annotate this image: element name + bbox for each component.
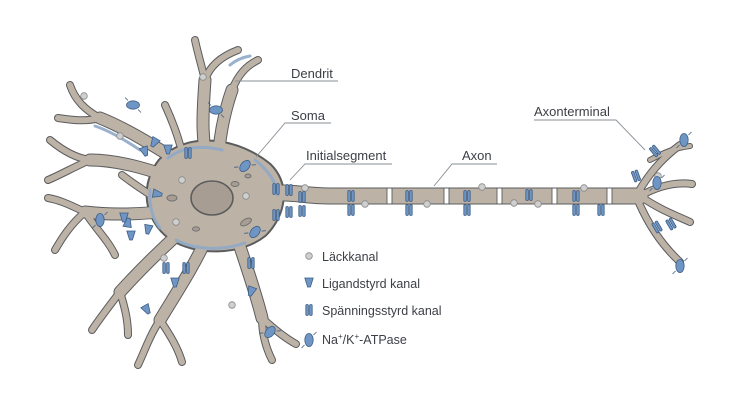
- legend-voltage-channel: Spänningsstyrd kanal: [322, 304, 442, 318]
- label-axonterminal: Axonterminal: [534, 104, 610, 119]
- legend-pump-suffix: -ATPase: [359, 333, 407, 347]
- legend: Läckkanal Ligandstyrd kanal Spänningssty…: [301, 250, 442, 349]
- leak-channel-icon: [305, 252, 313, 260]
- label-soma: Soma: [291, 108, 326, 123]
- ligand-channel-icon: [304, 277, 314, 288]
- legend-leak-channel: Läckkanal: [322, 250, 378, 264]
- legend-na-k-atpase: Na+/K+-ATPase: [322, 332, 407, 347]
- na-k-atpase-icon: [301, 331, 317, 349]
- label-initialsegment: Initialsegment: [306, 148, 387, 163]
- voltage-channel-icon: [305, 304, 313, 316]
- nucleus: [190, 180, 234, 216]
- label-axon: Axon: [462, 148, 492, 163]
- leader-lines: [235, 80, 646, 187]
- legend-pump-sup-1: +: [338, 332, 343, 341]
- legend-pump-prefix: Na: [322, 333, 338, 347]
- legend-ligand-channel: Ligandstyrd kanal: [322, 277, 420, 291]
- legend-pump-sup-2: +: [354, 332, 359, 341]
- legend-pump-mid: /K: [343, 333, 355, 347]
- label-dendrit: Dendrit: [291, 66, 333, 81]
